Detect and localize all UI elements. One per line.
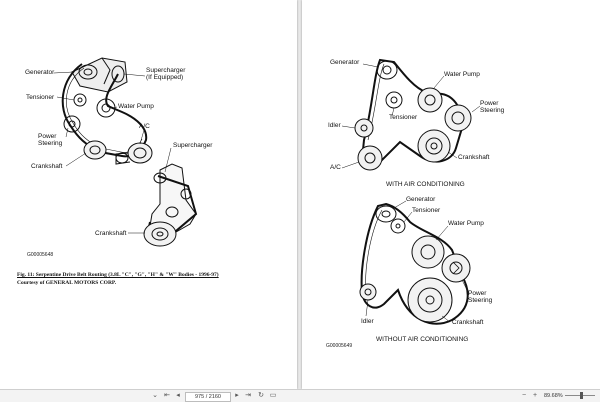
- section-title-with-ac: WITH AIR CONDITIONING: [386, 181, 465, 188]
- caption-title: Fig. 11: Serpentine Drive Belt Routing (…: [17, 272, 219, 278]
- label-generator: Generator: [25, 69, 55, 76]
- label-crankshaft-bottom: Crankshaft: [452, 319, 484, 326]
- zoom-slider[interactable]: [565, 392, 595, 399]
- label-crankshaft-top: Crankshaft: [458, 154, 490, 161]
- label-power-steering-top: Power Steering: [480, 100, 505, 114]
- label-power-steering-bottom: Power Steering: [468, 290, 493, 304]
- label-water-pump-bottom: Water Pump: [448, 220, 484, 227]
- label-idler-bottom: Idler: [361, 318, 374, 325]
- label-generator-top: Generator: [330, 59, 360, 66]
- label-tensioner: Tensioner: [26, 94, 55, 101]
- label-generator-bottom: Generator: [406, 196, 436, 203]
- label-idler-top: Idler: [328, 122, 341, 129]
- label-crankshaft-upper: Crankshaft: [31, 163, 63, 170]
- first-page-icon[interactable]: ⇤: [164, 392, 170, 399]
- rotate-icon[interactable]: ↻: [258, 392, 264, 399]
- zoom-out-icon[interactable]: −: [521, 392, 527, 399]
- zoom-in-icon[interactable]: +: [532, 392, 538, 399]
- figure-code-right: G00005649: [326, 343, 353, 349]
- label-tensioner-bottom: Tensioner: [412, 207, 441, 214]
- figure-code: G00005648: [27, 252, 54, 258]
- label-supercharger-if-equipped: Supercharger (If Equipped): [146, 67, 186, 81]
- document-page-right: Generator Water Pump Power Steering Idle…: [302, 0, 600, 389]
- label-ac-top: A/C: [330, 164, 341, 171]
- label-tensioner-top: Tensioner: [389, 114, 418, 121]
- label-crankshaft-lower: Crankshaft: [95, 230, 127, 237]
- next-page-icon[interactable]: ▸: [235, 392, 239, 399]
- label-ac: A/C: [139, 123, 150, 130]
- section-title-without-ac: WITHOUT AIR CONDITIONING: [376, 336, 469, 343]
- last-page-icon[interactable]: ⇥: [245, 392, 251, 399]
- belt-routing-diagram-left: [53, 57, 198, 247]
- label-power-steering: Power Steering: [38, 133, 63, 147]
- label-water-pump: Water Pump: [118, 103, 154, 110]
- zoom-slider-handle[interactable]: [579, 392, 583, 399]
- caption-credit: Courtesy of GENERAL MOTORS CORP.: [17, 280, 117, 286]
- belt-routing-diagram-right: [341, 58, 481, 325]
- label-supercharger: Supercharger: [173, 142, 213, 149]
- chevron-down-icon[interactable]: ⌄: [152, 392, 158, 399]
- fit-icon[interactable]: ▭: [269, 392, 277, 399]
- figure-caption: Fig. 11: Serpentine Drive Belt Routing (…: [17, 271, 219, 287]
- prev-page-icon[interactable]: ◂: [176, 392, 180, 399]
- document-page-left: Generator Supercharger (If Equipped) Ten…: [0, 0, 297, 389]
- viewer-toolbar: ⌄ ⇤ ◂ 975 / 2160 ▸ ⇥ ↻ ▭ − + 89.68%: [0, 389, 600, 402]
- zoom-level: 89.68%: [544, 393, 563, 399]
- label-water-pump-top: Water Pump: [444, 71, 480, 78]
